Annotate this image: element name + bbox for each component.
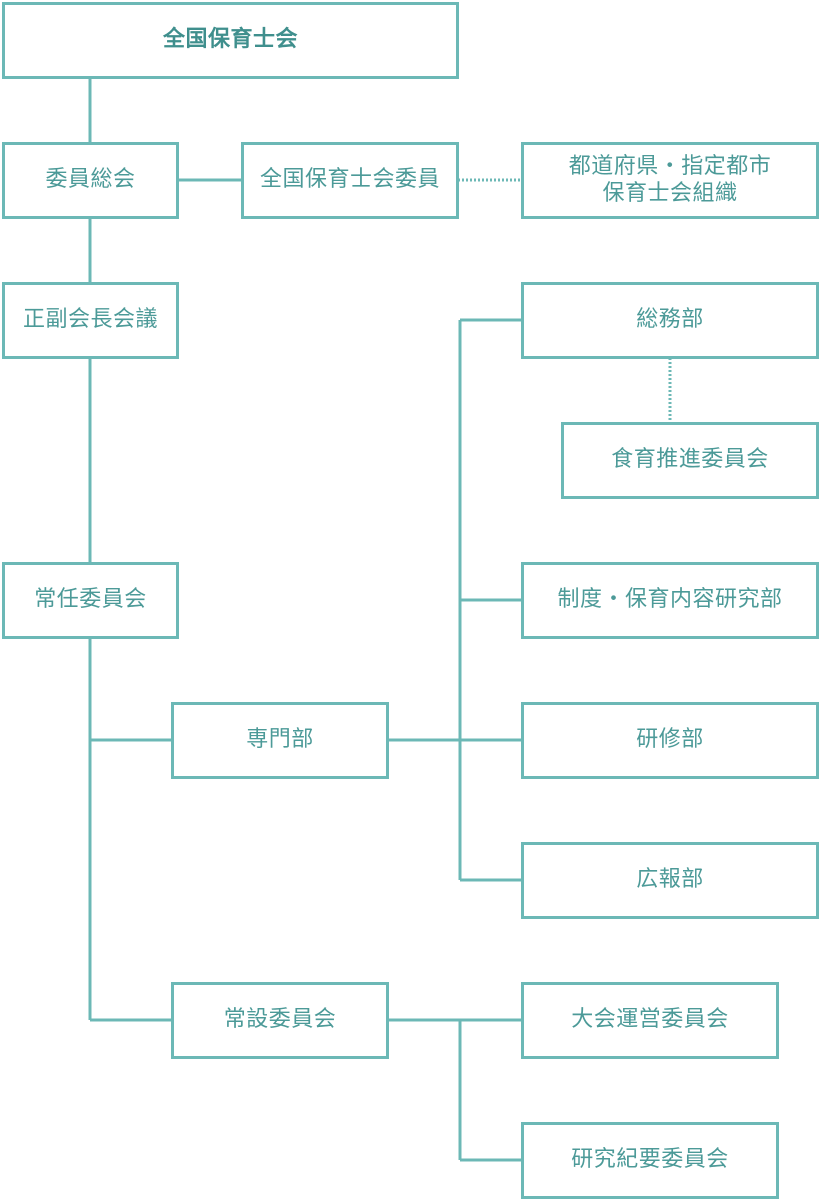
node-permanent-committee: 常設委員会 [171, 982, 389, 1059]
node-top: 全国保育士会 [2, 2, 459, 79]
node-prefectural-org-label: 都道府県・指定都市 保育士会組織 [568, 154, 772, 206]
node-standing-committee: 常任委員会 [2, 562, 179, 639]
node-general-affairs-label: 総務部 [636, 307, 704, 333]
node-prefectural-org: 都道府県・指定都市 保育士会組織 [521, 142, 819, 219]
node-specialized-dept-label: 専門部 [246, 727, 314, 753]
node-general-meeting: 委員総会 [2, 142, 179, 219]
node-training-dept-label: 研修部 [636, 727, 704, 753]
node-general-meeting-label: 委員総会 [45, 167, 136, 193]
node-bulletin-committee: 研究紀要委員会 [521, 1122, 779, 1199]
node-bulletin-committee-label: 研究紀要委員会 [571, 1147, 729, 1173]
node-standing-committee-label: 常任委員会 [34, 587, 147, 613]
node-national-committee-label: 全国保育士会委員 [259, 167, 440, 193]
node-system-research: 制度・保育内容研究部 [521, 562, 819, 639]
node-top-label: 全国保育士会 [162, 27, 298, 53]
node-permanent-committee-label: 常設委員会 [223, 1007, 337, 1033]
node-food-education: 食育推進委員会 [561, 422, 819, 499]
node-vice-chairs-meeting-label: 正副会長会議 [22, 307, 158, 333]
node-convention-committee-label: 大会運営委員会 [571, 1007, 729, 1033]
node-national-committee: 全国保育士会委員 [241, 142, 459, 219]
node-training-dept: 研修部 [521, 702, 819, 779]
node-specialized-dept: 専門部 [171, 702, 389, 779]
node-convention-committee: 大会運営委員会 [521, 982, 779, 1059]
node-vice-chairs-meeting: 正副会長会議 [2, 282, 179, 359]
node-system-research-label: 制度・保育内容研究部 [557, 587, 783, 613]
node-pr-dept: 広報部 [521, 842, 819, 919]
node-pr-dept-label: 広報部 [636, 867, 704, 893]
node-food-education-label: 食育推進委員会 [611, 447, 769, 473]
node-general-affairs: 総務部 [521, 282, 819, 359]
